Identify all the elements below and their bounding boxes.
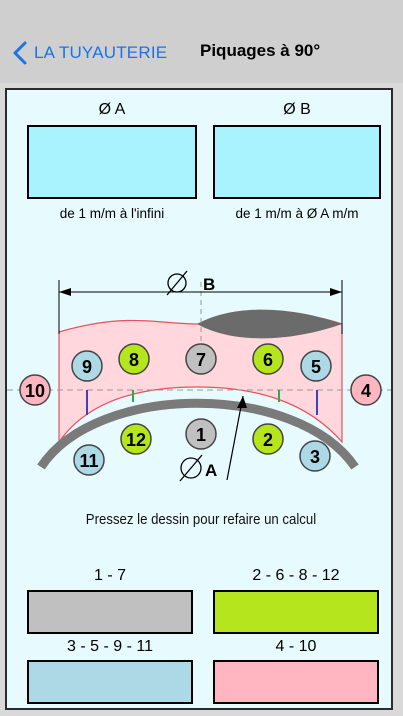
point-12: 12 (120, 423, 152, 455)
group-3-5-9-11-value (27, 660, 193, 704)
dim-b-arrow-left (59, 288, 71, 296)
point-5: 5 (300, 350, 332, 382)
dim-a-arrow (237, 396, 247, 408)
reset-hint: Pressez le dessin pour refaire un calcul (85, 511, 317, 528)
navigation-bar: LA TUYAUTERIE Piquages à 90° (0, 0, 403, 83)
group-4-10-label: 4 - 10 (275, 638, 317, 655)
group-3-5-9-11-label: 3 - 5 - 9 - 11 (67, 638, 153, 655)
point-8-label: 8 (129, 350, 139, 370)
point-7-label: 7 (196, 350, 206, 370)
dim-b-arrow-right (330, 288, 342, 296)
point-6: 6 (252, 343, 284, 375)
diameter-b-field[interactable] (213, 125, 381, 199)
group-2-6-8-12-label: 2 - 6 - 8 - 12 (252, 567, 340, 584)
point-1: 1 (185, 418, 217, 450)
diameter-b-symbol (167, 273, 187, 293)
point-2-label: 2 (263, 430, 273, 450)
diameter-a-label: Ø A (98, 101, 126, 118)
dim-a-leader (226, 395, 244, 481)
main-pipe-arc (37, 398, 359, 470)
piquage-diagram[interactable]: B A 7 8 6 9 5 10 4 1 12 2 11 3 (7, 262, 391, 502)
back-label: LA TUYAUTERIE (34, 43, 168, 62)
diagram-label-a: A (205, 461, 217, 480)
pipe-lens (197, 309, 342, 339)
diameter-b-range: de 1 m/m à Ø A m/m (235, 206, 359, 221)
diameter-a-symbol (180, 457, 202, 479)
page-title: Piquages à 90° (200, 41, 321, 60)
point-10: 10 (19, 374, 51, 406)
point-4: 4 (350, 374, 382, 406)
group-1-7-value (27, 590, 193, 634)
back-button[interactable]: LA TUYAUTERIE (10, 40, 167, 66)
point-3-label: 3 (310, 447, 320, 467)
diameter-a-field[interactable] (27, 125, 197, 199)
diameter-a-slash (179, 454, 203, 482)
point-9-label: 9 (82, 357, 92, 377)
main-panel: Ø A Ø B de 1 m/m à l'infini de 1 m/m à Ø… (5, 88, 393, 710)
point-9: 9 (71, 350, 103, 382)
point-11-label: 11 (79, 451, 98, 471)
point-12-label: 12 (126, 430, 146, 450)
point-4-label: 4 (361, 381, 371, 401)
point-7: 7 (185, 343, 217, 375)
point-5-label: 5 (311, 357, 321, 377)
point-1-label: 1 (196, 425, 206, 445)
point-10-label: 10 (25, 381, 45, 401)
diameter-b-slash (166, 270, 188, 296)
diameter-b-label: Ø B (283, 101, 311, 118)
group-2-6-8-12-value (213, 590, 379, 634)
point-6-label: 6 (263, 350, 273, 370)
group-1-7-label: 1 - 7 (93, 567, 126, 584)
group-4-10-value (213, 660, 379, 704)
point-2: 2 (252, 423, 284, 455)
point-3: 3 (299, 440, 331, 472)
point-8: 8 (118, 343, 150, 375)
chevron-left-icon (13, 41, 27, 65)
diagram-label-b: B (203, 275, 215, 294)
point-11: 11 (73, 444, 105, 476)
diameter-a-range: de 1 m/m à l'infini (59, 206, 165, 221)
